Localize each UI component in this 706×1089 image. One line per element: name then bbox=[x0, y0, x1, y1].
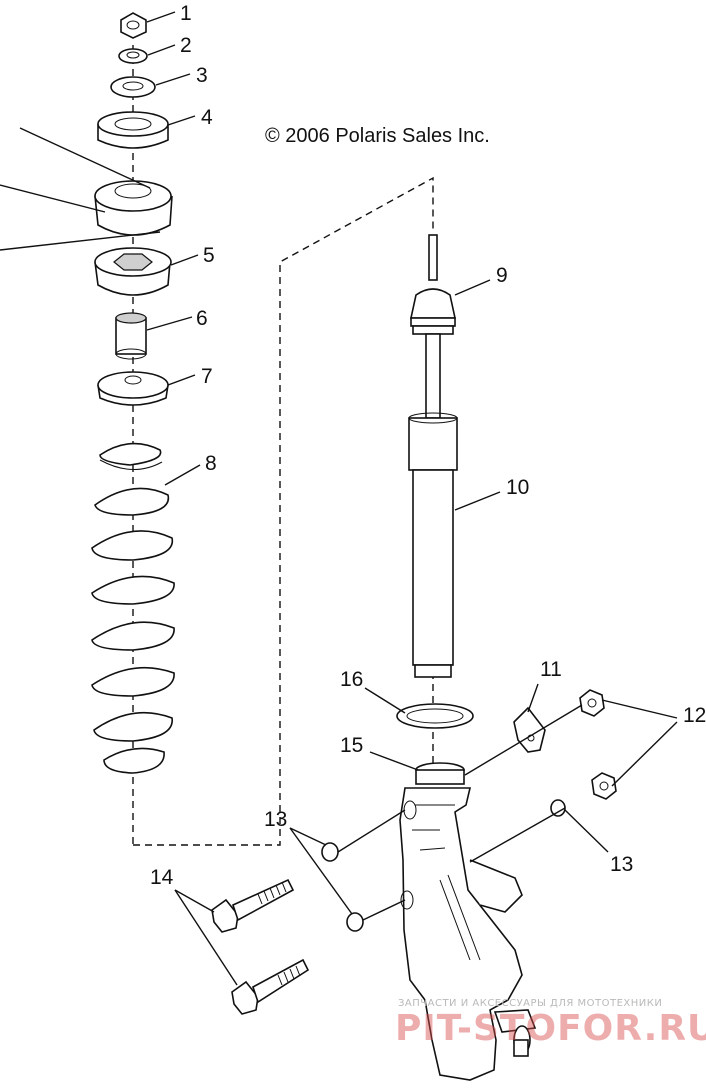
leader-upper-seat-b bbox=[0, 184, 106, 213]
part-5-bump-cap bbox=[94, 247, 172, 296]
callout-13-left: 13 bbox=[264, 808, 287, 831]
callout-8: 8 bbox=[205, 452, 217, 475]
callout-14: 14 bbox=[150, 866, 174, 889]
callout-10: 10 bbox=[506, 476, 529, 499]
part-14-bolt-lower bbox=[231, 958, 310, 1015]
callout-9: 9 bbox=[496, 264, 508, 287]
part-3-washer bbox=[110, 76, 156, 98]
part-10-shock-body bbox=[408, 412, 458, 678]
part-13-washer-right bbox=[550, 799, 566, 817]
part-8-coil-spring bbox=[91, 442, 175, 774]
callout-2: 2 bbox=[180, 34, 192, 57]
strut-connector-path bbox=[133, 176, 434, 846]
callout-6: 6 bbox=[196, 307, 208, 330]
part-12-nut-lower bbox=[591, 772, 617, 800]
copyright-text: © 2006 Polaris Sales Inc. bbox=[265, 125, 490, 147]
callout-5: 5 bbox=[203, 244, 215, 267]
part-13-washer-left-upper bbox=[321, 842, 339, 862]
part-14-bolt-upper bbox=[211, 878, 295, 933]
callout-13-right: 13 bbox=[610, 853, 633, 876]
part-2-washer bbox=[118, 48, 148, 64]
callout-11: 11 bbox=[540, 658, 562, 681]
part-12-nut-upper bbox=[579, 689, 605, 717]
leader-upper-seat-c bbox=[0, 231, 161, 251]
leader-upper-seat-a bbox=[19, 127, 151, 189]
leader-lines bbox=[146, 11, 678, 986]
callout-1: 1 bbox=[180, 2, 192, 25]
part-6-bushing bbox=[115, 312, 147, 360]
part-1-nut bbox=[120, 12, 147, 39]
callout-12: 12 bbox=[683, 704, 706, 727]
callout-7: 7 bbox=[201, 365, 213, 388]
upper-spring-seat bbox=[94, 180, 173, 236]
part-9-strut-rod-top bbox=[410, 234, 456, 419]
part-7-spring-seat bbox=[97, 371, 169, 406]
part-16-seal-ring bbox=[396, 703, 474, 729]
callout-16: 16 bbox=[340, 668, 363, 691]
part-4-mount-cup bbox=[97, 111, 169, 149]
callout-4: 4 bbox=[201, 106, 213, 129]
callout-3: 3 bbox=[196, 64, 208, 87]
part-15-knuckle bbox=[399, 762, 537, 1081]
watermark-site: PIT-STOFOR.RU bbox=[395, 1008, 706, 1049]
callout-15: 15 bbox=[340, 734, 363, 757]
watermark-tagline: ЗАПЧАСТИ И АКСЕССУАРЫ ДЛЯ МОТОТЕХНИКИ bbox=[398, 998, 662, 1009]
part-13-washer-left-lower bbox=[346, 912, 364, 932]
